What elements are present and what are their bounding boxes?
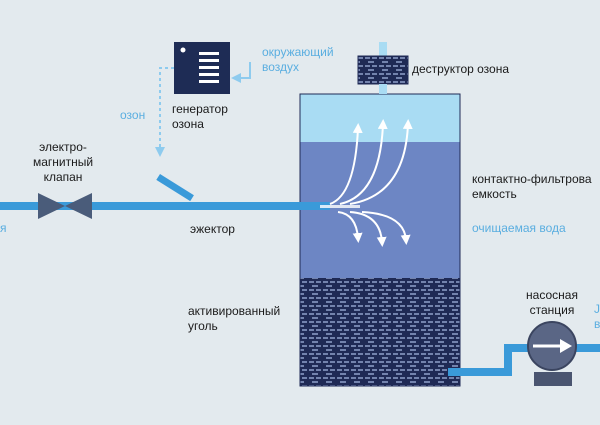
label-ozone: озон — [120, 108, 146, 122]
label-ambient-air: окружающий воздух — [262, 45, 334, 74]
label-tank: контактно-фильтрова емкость — [472, 172, 592, 201]
label-treated-water: очищаемая вода — [472, 221, 566, 235]
label-valve: электро- магнитный клапан — [32, 140, 94, 184]
ejector-branch — [156, 174, 194, 202]
label-generator: генератор озона — [172, 102, 228, 131]
inlet-pipeline — [0, 174, 360, 210]
ozone-feed-line — [155, 67, 174, 157]
label-right-edge: J в — [594, 302, 600, 331]
ozone-generator — [174, 42, 230, 94]
label-activated-carbon: активированный уголь — [188, 304, 281, 333]
label-ejector: эжектор — [190, 222, 235, 236]
tank-air-zone — [300, 94, 460, 142]
solenoid-valve-icon — [38, 193, 92, 219]
outlet-pipeline — [448, 344, 600, 376]
inlet-pipe — [0, 202, 330, 210]
contact-filter-tank — [299, 93, 461, 387]
label-destructor: деструктор озона — [412, 62, 510, 76]
pump-station-icon — [527, 321, 577, 386]
activated-carbon-layer — [300, 278, 460, 386]
gas-flow-arrows — [329, 119, 413, 247]
label-left-edge: я — [0, 221, 7, 235]
ambient-air-line — [231, 62, 251, 83]
ozone-destructor — [357, 42, 409, 94]
label-pump-station: насосная станция — [526, 288, 578, 317]
